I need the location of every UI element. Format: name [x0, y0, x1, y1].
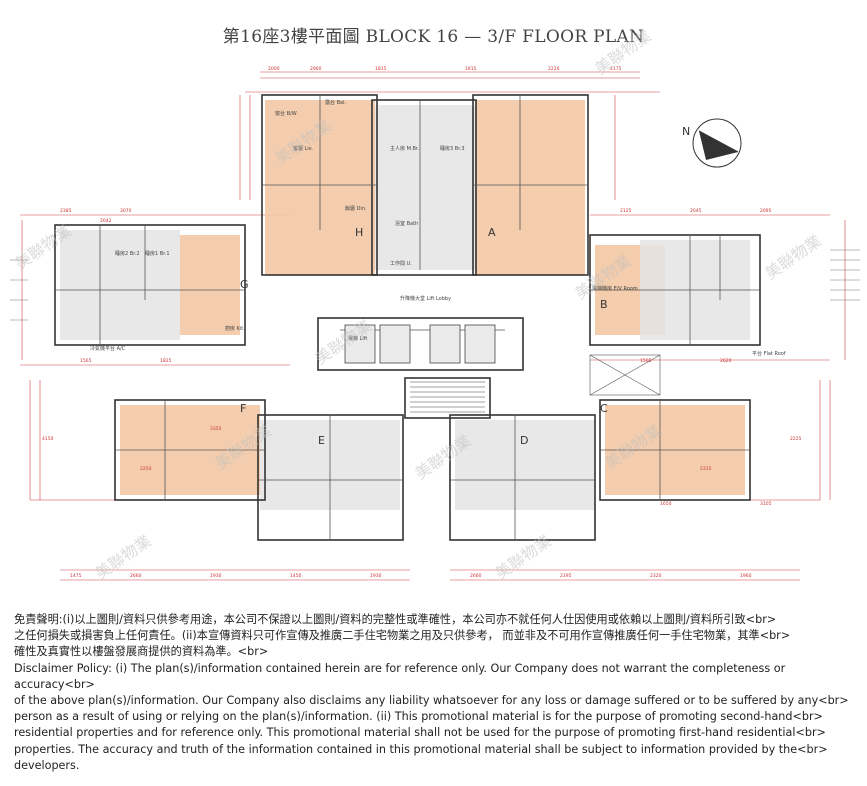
- room-master-bedroom-label: 主人房 M.Br.: [390, 145, 420, 152]
- interior-walls: [55, 95, 760, 540]
- watermark-logo: 美聯物業: [491, 531, 554, 583]
- dimension-number: 2000: [268, 66, 280, 72]
- room-living-label: 客廳 Liv.: [293, 145, 313, 152]
- dimension-number: 1565: [640, 358, 652, 364]
- dimension-number: 2385: [60, 208, 72, 214]
- dimension-number: 2960: [310, 66, 322, 72]
- dimension-numbers: 2000 2960 1815 1815 2220 2175 2385 3070 …: [42, 66, 802, 579]
- dimension-number: 1565: [80, 358, 92, 364]
- unit-label-h: H: [355, 226, 363, 239]
- dimension-number: 2315: [700, 466, 712, 472]
- dimension-number: 2225: [790, 436, 802, 442]
- flat-roof-left: [10, 259, 28, 321]
- dimension-number: 3070: [120, 208, 132, 214]
- dimension-number: 4150: [42, 436, 54, 442]
- watermark-logo: 美聯物業: [761, 231, 824, 283]
- dimension-number: 2620: [720, 358, 732, 364]
- lift-lobby-label: 升降機大堂 Lift Lobby: [400, 295, 451, 302]
- room-bedroom1-label: 睡房1 Br.1: [145, 250, 170, 257]
- dimension-number: 1475: [70, 573, 82, 579]
- dimension-number: 1650: [660, 501, 672, 507]
- unit-label-e: E: [318, 434, 325, 447]
- room-bath-label: 浴室 Bath: [395, 220, 418, 227]
- unit-label-b: B: [600, 298, 608, 311]
- dimension-number: 2195: [560, 573, 572, 579]
- dimension-number: 3105: [760, 501, 772, 507]
- unit-label-c: C: [600, 402, 608, 415]
- room-balcony-label: 露台 Bal.: [325, 99, 346, 106]
- lift-cars: [344, 324, 496, 364]
- floor-plan: H A G B F C E D 升降機大堂 Lift Lobby 電梯機房 E/…: [10, 26, 860, 583]
- dimension-number: 1930: [210, 573, 222, 579]
- dimension-number: 3355: [210, 426, 222, 432]
- room-dining-label: 飯廳 Din.: [345, 205, 367, 212]
- unit-label-f: F: [240, 402, 246, 415]
- ac-platform-label: 冷氣機平台 A/C: [90, 345, 126, 352]
- room-bedroom2-label: 睡房2 Br.2: [115, 250, 140, 257]
- room-bay-window-label: 窗台 B/W: [275, 110, 297, 117]
- ev-room: [589, 354, 661, 396]
- plan-title: 第16座3樓平面圖 BLOCK 16 — 3/F FLOOR PLAN: [222, 27, 645, 47]
- elv-room-label: 電梯機房 E/V Room: [592, 285, 638, 292]
- disclaimer-english: Disclaimer Policy: (i) The plan(s)/infor…: [14, 661, 849, 772]
- watermark-logo: 美聯物業: [91, 531, 154, 583]
- dimension-number: 2660: [470, 573, 482, 579]
- dimension-number: 1825: [160, 358, 172, 364]
- room-bedroom3-label: 睡房3 Br.3: [440, 145, 465, 152]
- dimension-number: 1815: [465, 66, 477, 72]
- unit-label-a: A: [488, 226, 496, 239]
- north-arrow-icon: [692, 118, 742, 168]
- dimension-number: 1450: [290, 573, 302, 579]
- dimension-number: 2320: [650, 573, 662, 579]
- flat-roof-label: 平台 Flat Roof: [752, 350, 786, 357]
- dimension-number: 2042: [100, 218, 112, 224]
- flat-roof-right: [830, 249, 860, 301]
- disclaimer-chinese: 免責聲明:(i)以上圖則/資料只供參考用途，本公司不保證以上圖則/資料的完整性或…: [14, 613, 791, 659]
- dimension-number: 2125: [620, 208, 632, 214]
- unit-label-g: G: [240, 278, 249, 291]
- staircase: [410, 381, 485, 413]
- dimension-number: 1930: [370, 573, 382, 579]
- dimension-number: 2220: [548, 66, 560, 72]
- disclaimer: 免責聲明:(i)以上圖則/資料只供參考用途，本公司不保證以上圖則/資料的完整性或…: [14, 612, 859, 774]
- dimension-number: 2175: [610, 66, 622, 72]
- room-utility-label: 工作間 U.: [390, 260, 412, 267]
- room-kitchen-label: 廚房 Kit.: [225, 325, 245, 332]
- dimension-number: 2660: [130, 573, 142, 579]
- watermark-logo: 美聯物業: [591, 26, 654, 78]
- dimension-number: 1960: [740, 573, 752, 579]
- dimension-number: 2095: [760, 208, 772, 214]
- north-label: N: [682, 125, 690, 138]
- dimension-number: 2045: [690, 208, 702, 214]
- dimension-number: 2250: [140, 466, 152, 472]
- dimension-number: 1815: [375, 66, 387, 72]
- unit-label-d: D: [520, 434, 528, 447]
- lift-label-1: 電梯 Lift: [348, 335, 367, 342]
